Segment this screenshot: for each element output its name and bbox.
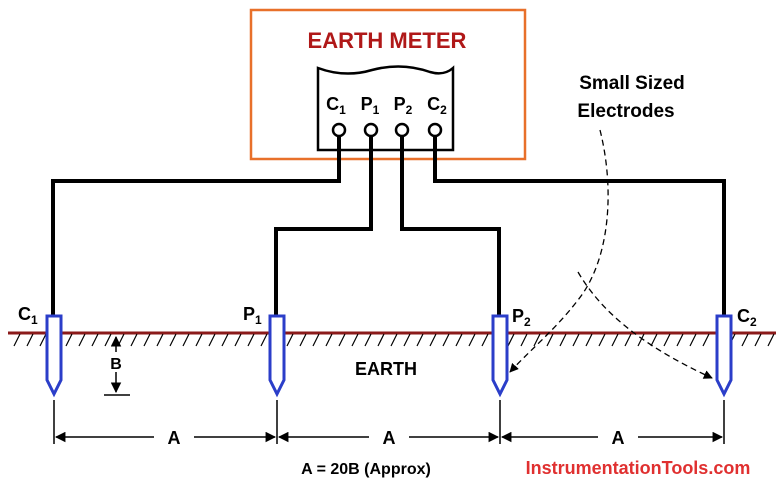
hatch-mark [208, 333, 216, 347]
hatch-mark [13, 333, 21, 347]
hatch-mark [689, 333, 697, 347]
callout-curve-branch [577, 271, 713, 379]
wire-c2 [433, 134, 726, 318]
hatch-mark [325, 333, 333, 347]
meter-terminal-p1-label: P1 [361, 94, 380, 117]
hatch-mark [65, 333, 73, 347]
hatch-mark [156, 333, 164, 347]
meter-terminal-c1 [331, 122, 347, 138]
electrode-p2-label: P2 [512, 306, 531, 329]
electrode-c1 [45, 314, 63, 398]
hatch-mark [169, 333, 177, 347]
hatch-mark [741, 333, 749, 347]
hatch-mark [130, 333, 138, 347]
callout-curve-main [509, 129, 609, 373]
hatch-mark [702, 333, 710, 347]
spacing-label-2-bg [369, 426, 409, 448]
hatch-mark [195, 333, 203, 347]
meter-terminal-p1 [363, 122, 379, 138]
electrode-p1-label: P1 [243, 304, 262, 327]
hatch-mark [468, 333, 476, 347]
hatch-mark [533, 333, 541, 347]
hatch-mark [767, 333, 775, 347]
hatch-mark [78, 333, 86, 347]
meter-terminal-p2-label: P2 [394, 94, 413, 117]
watermark: InstrumentationTools.com [526, 458, 751, 478]
hatch-mark [364, 333, 372, 347]
hatch-mark [572, 333, 580, 347]
spacing-label-1: A [168, 428, 181, 448]
electrode-c2-label: C2 [737, 306, 757, 329]
wire-p1 [274, 134, 373, 318]
spacing-label-1-bg [154, 426, 194, 448]
electrode-p2 [491, 314, 509, 398]
spacing-label-3: A [612, 428, 625, 448]
hatch-mark [234, 333, 242, 347]
ground-hatching [13, 333, 775, 347]
hatch-mark [507, 333, 515, 347]
spacing-formula: A = 20B (Approx) [301, 461, 431, 478]
hatch-mark [637, 333, 645, 347]
meter-terminal-c2 [427, 122, 443, 138]
callout-line1: Small Sized [579, 73, 685, 94]
hatch-mark [403, 333, 411, 347]
meter-panel [316, 65, 455, 152]
hatch-mark [611, 333, 619, 347]
hatch-mark [39, 333, 47, 347]
hatch-mark [559, 333, 567, 347]
hatch-mark [117, 333, 125, 347]
hatch-mark [442, 333, 450, 347]
hatch-mark [676, 333, 684, 347]
hatch-mark [104, 333, 112, 347]
spacing-label-3-bg [598, 426, 638, 448]
hatch-mark [390, 333, 398, 347]
callout-line2: Electrodes [577, 101, 674, 122]
earth-label: EARTH [355, 359, 417, 379]
hatch-mark [650, 333, 658, 347]
hatch-mark [663, 333, 671, 347]
electrode-c2 [715, 314, 733, 398]
hatch-mark [221, 333, 229, 347]
hatch-mark [247, 333, 255, 347]
hatch-mark [26, 333, 34, 347]
electrode-p1 [268, 314, 286, 398]
hatch-mark [299, 333, 307, 347]
hatch-mark [520, 333, 528, 347]
depth-label-bg [108, 352, 124, 372]
depth-label: B [110, 356, 122, 373]
hatch-mark [546, 333, 554, 347]
hatch-mark [143, 333, 151, 347]
hatch-mark [481, 333, 489, 347]
hatch-mark [351, 333, 359, 347]
hatch-mark [260, 333, 268, 347]
hatch-mark [429, 333, 437, 347]
hatch-mark [624, 333, 632, 347]
hatch-mark [455, 333, 463, 347]
meter-terminal-c1-label: C1 [326, 94, 346, 117]
wire-p2 [400, 134, 501, 318]
hatch-mark [182, 333, 190, 347]
hatch-mark [91, 333, 99, 347]
hatch-mark [286, 333, 294, 347]
hatch-mark [377, 333, 385, 347]
meter-terminal-c2-label: C2 [427, 94, 447, 117]
hatch-mark [598, 333, 606, 347]
electrode-c1-label: C1 [18, 304, 38, 327]
earth-meter-title: EARTH METER [308, 28, 467, 53]
meter-terminal-p2 [394, 122, 410, 138]
hatch-mark [338, 333, 346, 347]
spacing-label-2: A [383, 428, 396, 448]
hatch-mark [312, 333, 320, 347]
hatch-mark [585, 333, 593, 347]
wire-c1 [51, 134, 341, 318]
hatch-mark [416, 333, 424, 347]
hatch-mark [754, 333, 762, 347]
